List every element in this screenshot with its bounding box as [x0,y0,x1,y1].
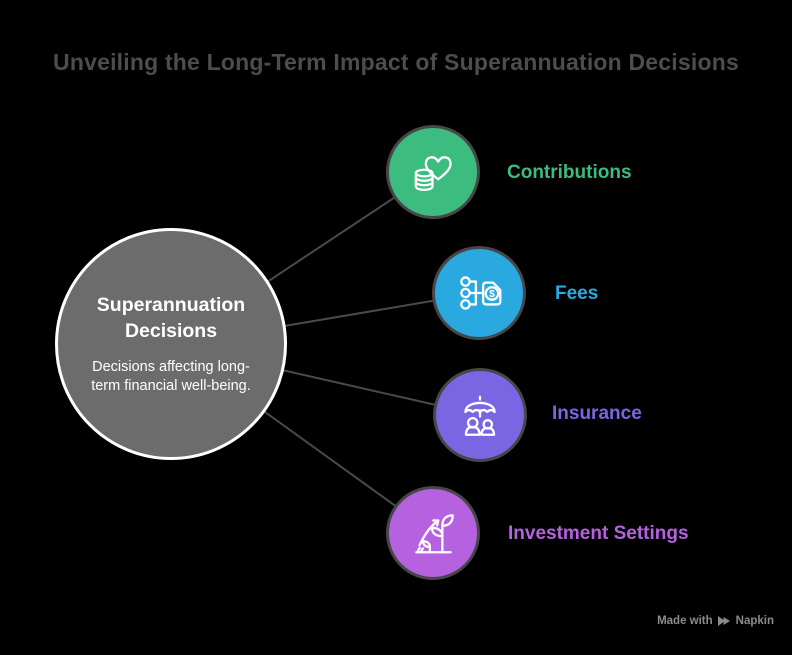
node-circle-insurance [433,368,527,462]
heart-coins-icon [414,156,452,191]
node-circle-contributions [386,125,480,219]
node-label-insurance: Insurance [552,403,642,424]
node-label-contributions: Contributions [507,162,632,183]
svg-text:$: $ [489,289,495,300]
made-with-napkin-link[interactable]: Made with Napkin [657,615,774,627]
page-title: Unveiling the Long-Term Impact of Supera… [53,49,739,75]
fees-tag-icon: $ [460,276,502,310]
napkin-logo-icon [717,616,730,626]
node-label-investment-settings: Investment Settings [508,523,689,544]
watermark-brand-text: Napkin [735,615,774,627]
node-circle-fees: $ [432,246,526,340]
watermark-made-with-text: Made with [657,615,713,627]
central-node: Superannuation Decisions Decisions affec… [55,228,287,460]
growth-plant-icon [415,514,454,554]
node-circle-investment-settings [386,486,480,580]
central-node-description: Decisions affecting long-term financial … [91,358,251,394]
umbrella-people-icon [464,395,496,436]
node-label-fees: Fees [555,283,599,304]
central-node-title: Superannuation Decisions [96,294,246,343]
